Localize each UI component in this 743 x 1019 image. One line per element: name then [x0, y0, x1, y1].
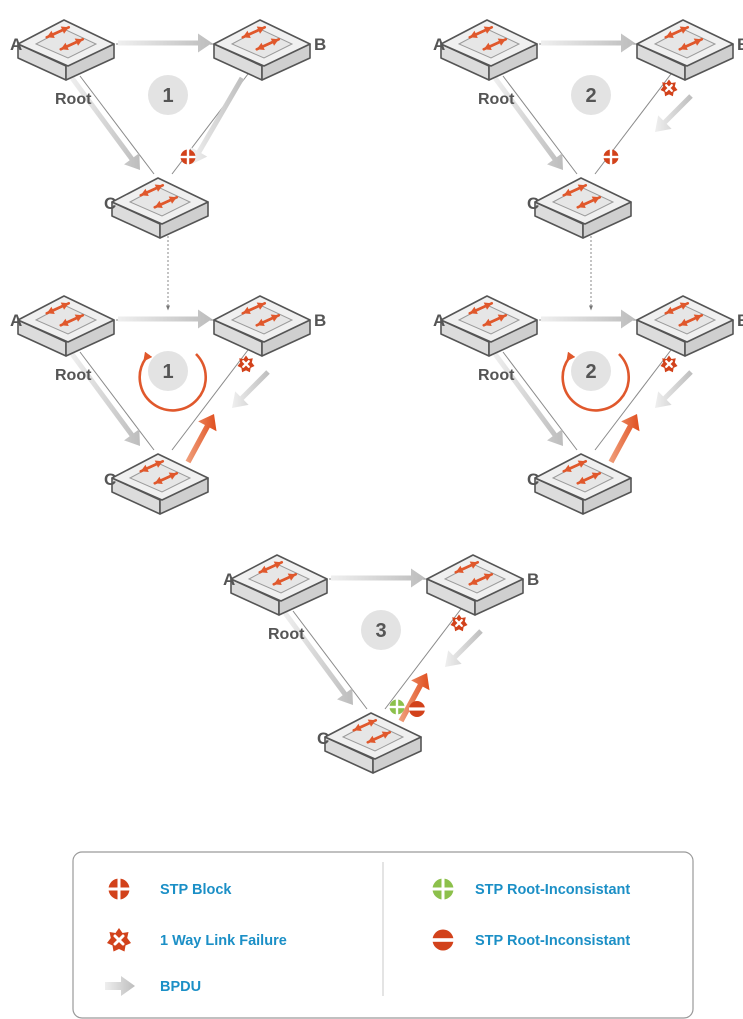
link-b-c [594, 349, 672, 451]
step-number: 2 [585, 85, 596, 107]
switch-b-icon [213, 295, 311, 357]
bpdu-arrow-a-to-c [492, 76, 563, 170]
legend-label-stp-root-inconsistant-red: STP Root-Inconsistant [475, 933, 630, 949]
link-a-c [502, 351, 578, 451]
switch-a-icon [17, 295, 115, 357]
legend-label-one-way-link-failure: 1 Way Link Failure [160, 933, 287, 949]
node-label-a: A [10, 311, 22, 330]
bpdu-arrow-a-to-c [282, 611, 353, 705]
bpdu-arrow-b-to-c [190, 76, 245, 164]
link-b-c [171, 349, 249, 451]
node-label-c: C [104, 194, 116, 213]
loop-rotation-arrow [561, 351, 630, 412]
bpdu-arrow-c-to-b-failure [398, 673, 430, 723]
link-a-c [79, 75, 155, 175]
one-way-link-failure-marker [237, 355, 255, 373]
link-a-c [502, 75, 578, 175]
stp-root-inconsistant-green-icon [432, 878, 454, 900]
bpdu-arrow-b-to-c [445, 629, 483, 667]
step-number: 1 [162, 85, 173, 107]
switch-c-icon [111, 177, 209, 239]
bpdu-arrow-a-to-c [69, 76, 140, 170]
bpdu-arrow-a-to-c [69, 352, 140, 446]
stp-block-marker [603, 149, 619, 165]
switch-c-icon [324, 712, 422, 774]
root-label: Root [55, 367, 92, 384]
stp-block-icon [108, 878, 130, 900]
diagram-3: 1 A B C Root [10, 295, 326, 515]
diagram-2: 2 A B C Root [433, 19, 743, 239]
bpdu-arrow-a-to-b [541, 33, 635, 53]
step-badge [148, 75, 188, 115]
node-label-b: B [527, 570, 539, 589]
stp-root-inconsistant-red-icon [432, 929, 454, 951]
one-way-link-failure-marker [660, 79, 678, 97]
switch-a-icon [17, 19, 115, 81]
switch-b-icon [636, 295, 734, 357]
switch-a-icon [230, 554, 328, 616]
link-b-c [384, 608, 462, 710]
switch-c-icon [534, 453, 632, 515]
node-label-b: B [737, 35, 743, 54]
legend-label-bpdu: BPDU [160, 979, 201, 995]
switch-c-icon [111, 453, 209, 515]
one-way-link-failure-marker [660, 355, 678, 373]
node-label-a: A [433, 35, 445, 54]
node-label-a: A [433, 311, 445, 330]
step-number: 1 [162, 361, 173, 383]
step-number: 3 [375, 620, 386, 642]
link-a-c [79, 351, 155, 451]
link-a-c [292, 610, 368, 710]
step-badge [571, 351, 611, 391]
switch-b-icon [426, 554, 524, 616]
legend-label-stp-root-inconsistant-green: STP Root-Inconsistant [475, 882, 630, 898]
loop-rotation-arrow [138, 351, 207, 412]
root-label: Root [268, 626, 305, 643]
node-label-c: C [317, 729, 329, 748]
stp-root-inconsistant-green-marker [389, 699, 405, 715]
switch-b-icon [213, 19, 311, 81]
stp-root-inconsistant-red-marker [409, 701, 425, 717]
bpdu-arrow-b-to-c [655, 370, 693, 408]
step-badge [148, 351, 188, 391]
node-label-a: A [223, 570, 235, 589]
legend-label-stp-block: STP Block [160, 882, 232, 898]
node-label-b: B [314, 311, 326, 330]
node-label-c: C [527, 470, 539, 489]
bpdu-arrow-a-to-b [541, 309, 635, 329]
diagram-1: 1 A B C Root [10, 19, 326, 239]
switch-c-icon [534, 177, 632, 239]
bpdu-arrow-a-to-b [118, 33, 212, 53]
stp-block-marker [180, 149, 196, 165]
bpdu-arrow-c-to-b-failure [185, 414, 217, 464]
root-label: Root [55, 91, 92, 108]
bpdu-arrow-b-to-c [232, 370, 270, 408]
diagram-4: 2 A B C Root [433, 295, 743, 515]
bpdu-arrow-c-to-b-failure [608, 414, 640, 464]
switch-b-icon [636, 19, 734, 81]
root-label: Root [478, 91, 515, 108]
one-way-link-failure-marker [450, 614, 468, 632]
switch-a-icon [440, 295, 538, 357]
bpdu-arrow-b-to-c [655, 94, 693, 132]
node-label-c: C [527, 194, 539, 213]
bpdu-arrow-a-to-b [118, 309, 212, 329]
node-label-b: B [737, 311, 743, 330]
node-label-a: A [10, 35, 22, 54]
root-label: Root [478, 367, 515, 384]
bpdu-arrow-a-to-b [331, 568, 425, 588]
diagram-5: 3 A B C Root [223, 554, 539, 774]
step-badge [361, 610, 401, 650]
step-badge [571, 75, 611, 115]
switch-a-icon [440, 19, 538, 81]
legend: STP Block 1 Way Link Failure BPDU STP Ro… [72, 851, 694, 1019]
node-label-b: B [314, 35, 326, 54]
bpdu-arrow-icon [105, 976, 135, 996]
one-way-link-failure-icon [107, 928, 131, 952]
step-number: 2 [585, 361, 596, 383]
bpdu-arrow-a-to-c [492, 352, 563, 446]
node-label-c: C [104, 470, 116, 489]
